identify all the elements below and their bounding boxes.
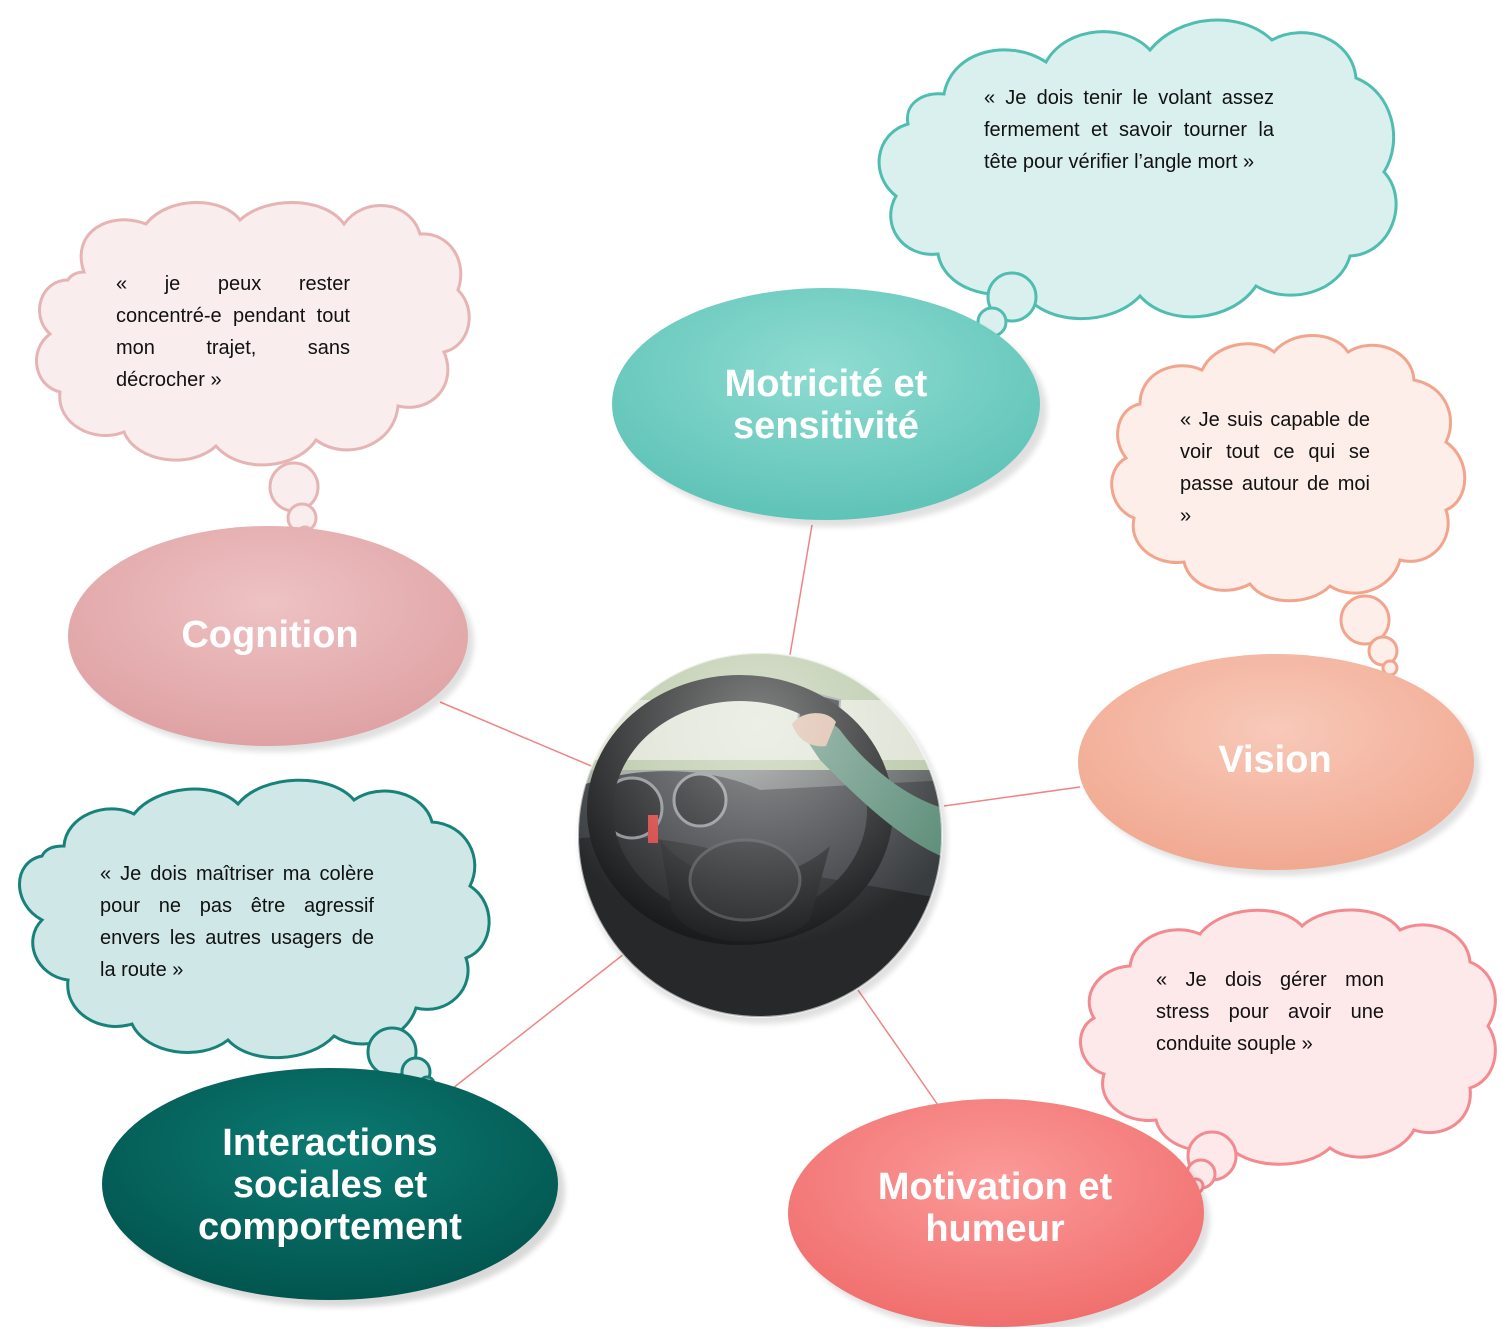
node-label-vision: Vision xyxy=(1218,739,1332,781)
connector-motivation xyxy=(857,989,941,1109)
thought-bubble-vision xyxy=(1110,334,1467,677)
cloud-shape xyxy=(1110,334,1467,603)
node-label-interactions: Interactions sociales et comportement xyxy=(198,1122,462,1248)
bubble-text-interactions: « Je dois maîtriser ma colère pour ne pa… xyxy=(100,863,374,981)
connector-cognition xyxy=(439,701,597,769)
cloud-shape xyxy=(18,778,491,1059)
thought-bubble-cognition xyxy=(35,201,471,543)
bubble-text-motricite: « Je dois tenir le volant assez fermemen… xyxy=(984,87,1274,173)
connectors xyxy=(439,524,1081,1109)
center-photo xyxy=(577,652,947,1024)
bubble-text-cognition: « je peux rester concentré-e pendant tou… xyxy=(116,273,350,391)
cloud-shape xyxy=(1079,908,1497,1166)
node-label-motricite: Motricité et sensitivité xyxy=(724,363,928,447)
node-cognition xyxy=(68,526,474,752)
cloud-shape xyxy=(35,201,471,467)
node-vision xyxy=(1078,654,1480,876)
cloud-shape xyxy=(877,18,1398,321)
node-label-cognition: Cognition xyxy=(181,614,359,656)
thought-bubble-motricite xyxy=(877,18,1398,347)
node-interactions xyxy=(102,1068,565,1307)
thought-dot-large xyxy=(268,461,320,513)
node-motricite xyxy=(612,288,1047,527)
bubble-text-motivation: « Je dois gérer mon stress pour avoir un… xyxy=(1156,969,1384,1055)
thought-dot-large xyxy=(1339,594,1391,646)
bubble-text-vision: « Je suis capable de voir tout ce qui se… xyxy=(1180,409,1370,527)
node-motivation xyxy=(788,1099,1210,1332)
connector-motricite xyxy=(789,524,813,656)
connector-vision xyxy=(943,786,1081,807)
connector-interactions xyxy=(447,953,625,1093)
node-label-motivation: Motivation et humeur xyxy=(877,1166,1113,1250)
